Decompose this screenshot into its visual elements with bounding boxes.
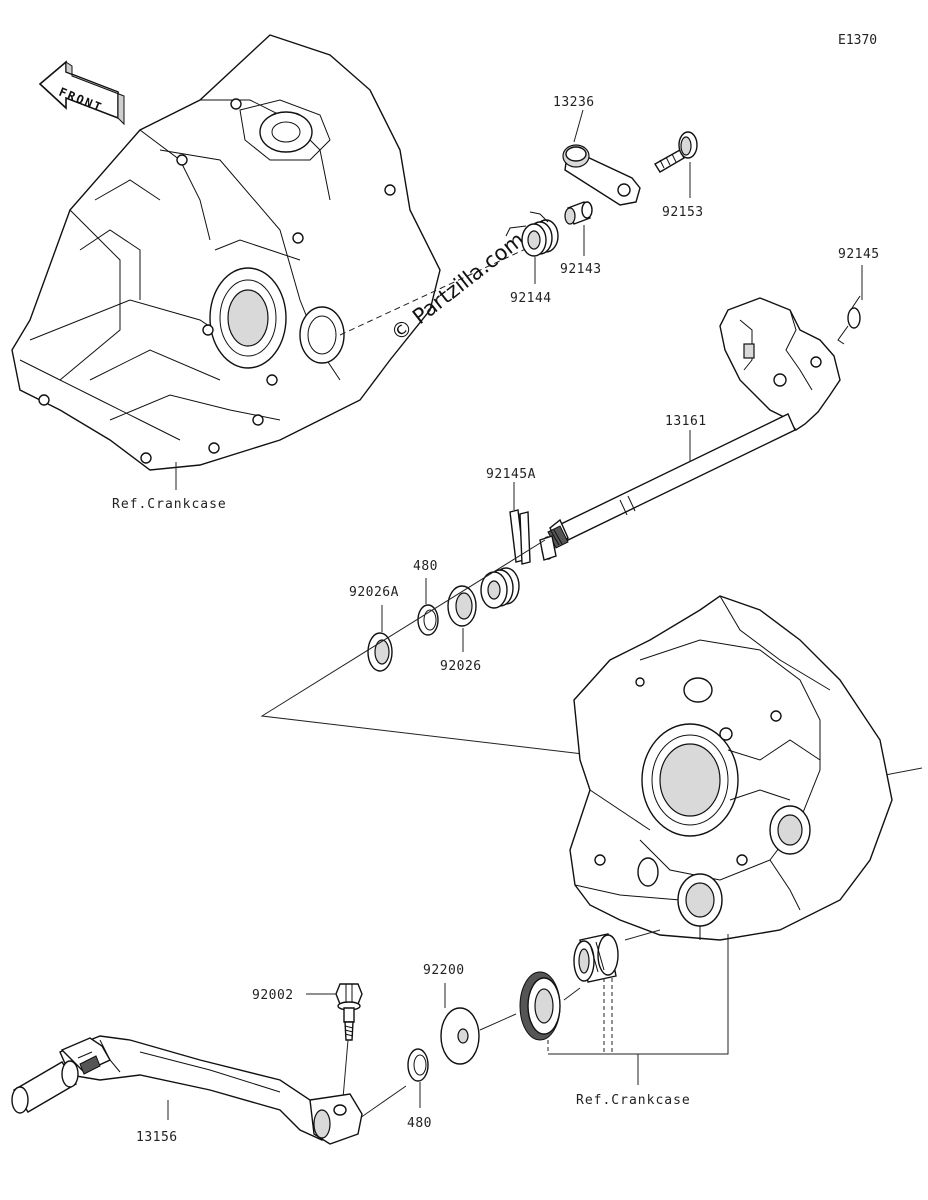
label-480-top: 480 <box>413 559 438 574</box>
label-92145: 92145 <box>838 247 880 262</box>
shift-shaft-13161 <box>539 297 841 561</box>
circlip-480-top <box>417 604 439 636</box>
label-92143: 92143 <box>560 262 602 277</box>
label-92144: 92144 <box>510 291 552 306</box>
crankcase-left-half <box>11 34 441 471</box>
bearing-ref-crankcase <box>573 933 619 983</box>
label-13236: 13236 <box>553 95 595 110</box>
label-92153: 92153 <box>662 205 704 220</box>
ref-crankcase-bottom-label: Ref.Crankcase <box>576 1093 691 1108</box>
shift-link-13236 <box>562 144 641 206</box>
label-92145A: 92145A <box>486 467 536 482</box>
circlip-480-bottom <box>407 1048 429 1082</box>
label-13161: 13161 <box>665 414 707 429</box>
spring-92145A <box>480 509 531 609</box>
front-arrow-icon: FRONT <box>38 60 125 126</box>
label-92026A: 92026A <box>349 585 399 600</box>
oil-seal-ref-crankcase <box>519 971 561 1041</box>
bolt-92153 <box>654 131 698 173</box>
collar-92143 <box>564 201 593 225</box>
shift-pedal-13156 <box>11 1035 363 1145</box>
label-92026: 92026 <box>440 659 482 674</box>
ref-crankcase-top-label: Ref.Crankcase <box>112 497 227 512</box>
crankcase-right-half <box>569 595 893 941</box>
washer-92200 <box>440 1007 480 1065</box>
diagram-code: E1370 <box>838 33 877 48</box>
label-13156: 13156 <box>136 1130 178 1145</box>
label-92002: 92002 <box>252 988 294 1003</box>
spring-92144 <box>505 211 559 257</box>
bolt-92002 <box>335 983 363 1041</box>
label-480-bottom: 480 <box>407 1116 432 1131</box>
spring-92145 <box>837 295 861 345</box>
washer-92026A <box>367 632 393 672</box>
label-92200: 92200 <box>423 963 465 978</box>
